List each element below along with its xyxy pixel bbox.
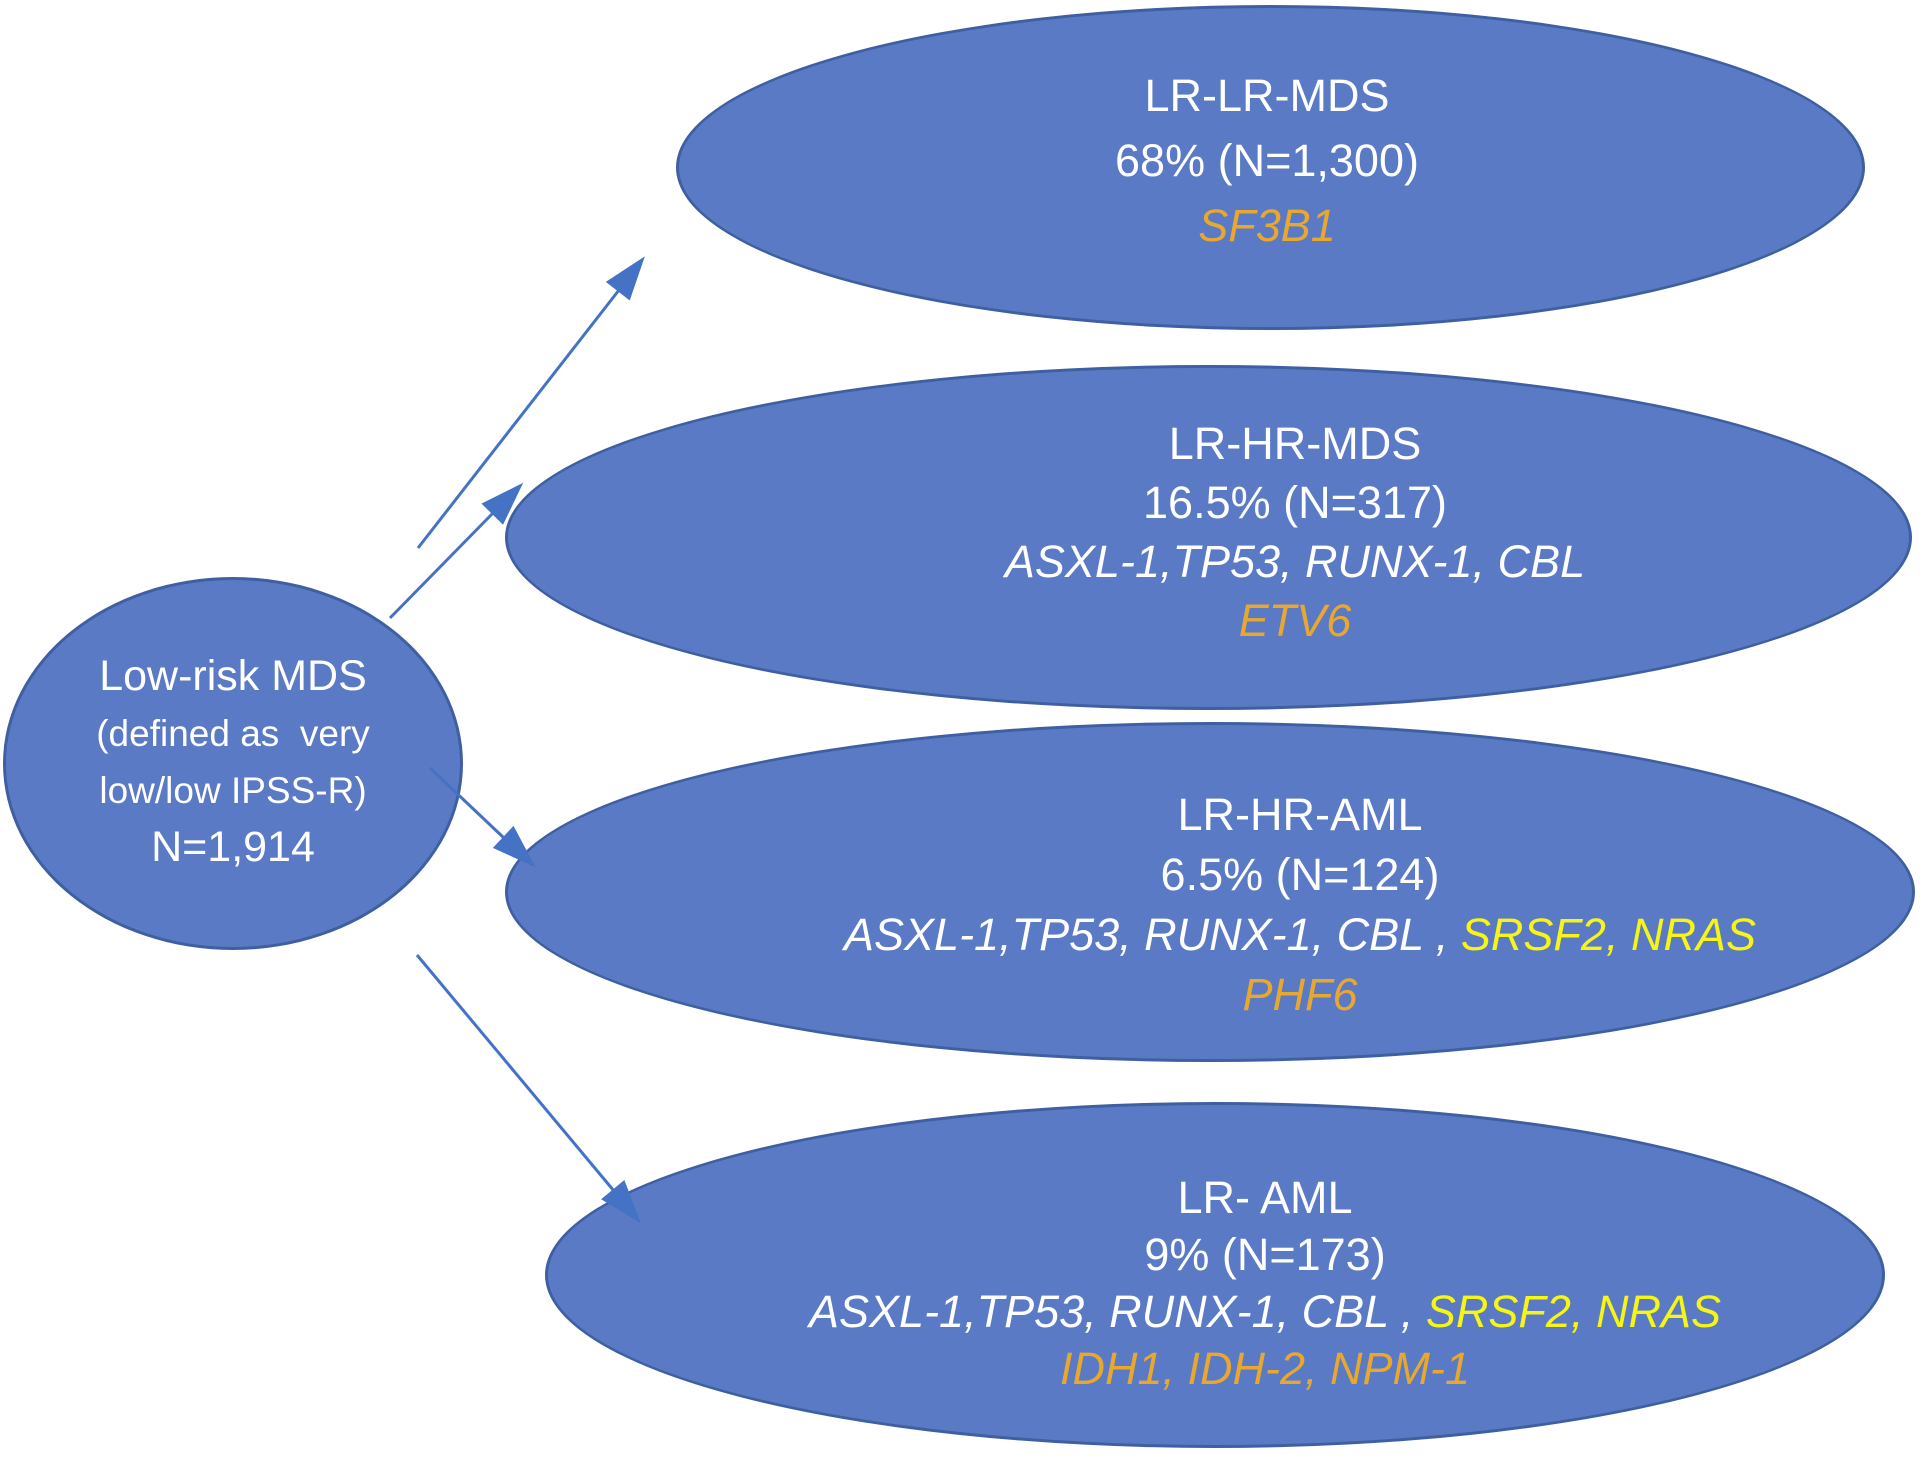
node-genes: ASXL-1,TP53, RUNX-1, CBL , SRSF2, NRAS [750, 905, 1850, 965]
node-title: LR-HR-AML [1177, 789, 1423, 840]
node-ellipse-lr-lr-mds [676, 5, 1865, 330]
node-label-lr-aml: LR- AML 9% (N=173) ASXL-1,TP53, RUNX-1, … [715, 1169, 1815, 1397]
node-genes-yellow: SRSF2, NRAS [1425, 1286, 1721, 1337]
arrow-line-to-lr-aml [415, 954, 616, 1192]
node-genes-yellow: SRSF2, NRAS [1460, 909, 1756, 960]
root-subtitle-line2: low/low IPSS-R) [99, 770, 367, 811]
root-ellipse-low-risk-mds [3, 577, 463, 950]
node-ellipse-lr-hr-aml [505, 722, 1915, 1062]
root-count: N=1,914 [151, 823, 315, 871]
node-title: LR-HR-MDS [1168, 418, 1422, 469]
node-genes-gold: IDH1, IDH-2, NPM-1 [1059, 1343, 1471, 1394]
node-title: LR- AML [1177, 1172, 1353, 1223]
node-genes: ASXL-1,TP53, RUNX-1, CBL , SRSF2, NRAS [715, 1283, 1815, 1340]
node-label-lr-hr-mds: LR-HR-MDS 16.5% (N=317) ASXL-1,TP53, RUN… [745, 414, 1845, 650]
node-genes-white: ASXL-1,TP53, RUNX-1, CBL [1004, 536, 1586, 587]
node-genes-gold: ETV6 [1238, 595, 1352, 646]
node-stat: 16.5% (N=317) [1143, 477, 1447, 528]
node-stat: 6.5% (N=124) [1160, 849, 1440, 900]
node-stat: 68% (N=1,300) [1115, 135, 1419, 186]
node-genes-gold: SF3B1 [1198, 200, 1336, 251]
arrow-line-to-lr-hr-mds [388, 511, 495, 620]
node-genes-gold: PHF6 [1242, 969, 1358, 1020]
node-title: LR-LR-MDS [1144, 70, 1390, 121]
node-genes: ASXL-1,TP53, RUNX-1, CBL [745, 532, 1845, 591]
node-genes-white: ASXL-1,TP53, RUNX-1, CBL , [844, 909, 1461, 960]
root-label: Low-risk MDS (defined as very low/low IP… [3, 648, 463, 876]
root-subtitle-line1: (defined as very [96, 713, 370, 754]
node-label-lr-hr-aml: LR-HR-AML 6.5% (N=124) ASXL-1,TP53, RUNX… [750, 785, 1850, 1025]
root-title: Low-risk MDS [99, 652, 367, 700]
node-genes-white: ASXL-1,TP53, RUNX-1, CBL , [809, 1286, 1426, 1337]
node-ellipse-lr-hr-mds [505, 365, 1912, 710]
node-label-lr-lr-mds: LR-LR-MDS 68% (N=1,300) SF3B1 [717, 63, 1817, 258]
arrow-head-to-lr-lr-mds [605, 256, 645, 301]
node-stat: 9% (N=173) [1144, 1229, 1386, 1280]
node-ellipse-lr-aml [545, 1102, 1885, 1448]
